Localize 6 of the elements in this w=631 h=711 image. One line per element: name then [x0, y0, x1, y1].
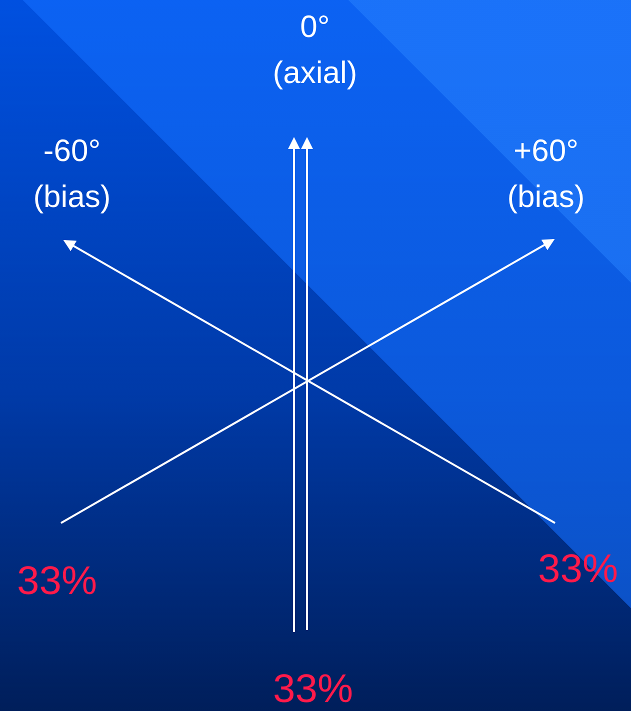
percentage-label: 33% — [272, 666, 354, 711]
angle-label: 0° (axial) — [272, 8, 358, 92]
angle-label: -60° (bias) — [32, 132, 112, 216]
angle-label: +60° (bias) — [506, 132, 586, 216]
percentage-label: 33% — [16, 558, 98, 604]
percentage-label: 33% — [536, 546, 620, 592]
